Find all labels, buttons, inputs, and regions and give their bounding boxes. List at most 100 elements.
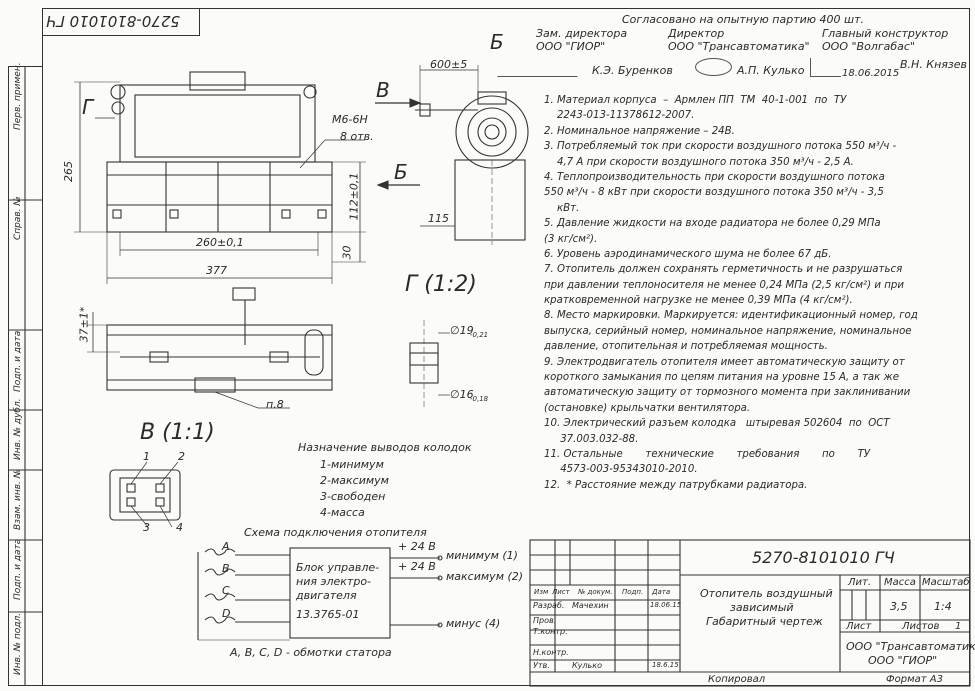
dim-phi16: ∅16 <box>450 388 474 401</box>
note-line: выпуска, серийный номер, номинальное нап… <box>544 325 912 337</box>
row-tkontr: Т.контр. <box>533 627 568 636</box>
row-head-list: Лист <box>552 588 570 596</box>
label-arrow-B: Б <box>394 160 408 184</box>
dim-p8: п.8 <box>266 398 284 411</box>
dim-m6: М6-6Н <box>332 113 368 126</box>
note-line: (остановке) крыльчатки вентилятора. <box>544 402 751 414</box>
note-line: автоматическую защиту от тормозного моме… <box>544 387 911 399</box>
row-razrab: Разраб. <box>533 601 565 610</box>
approval-org-1: ООО "ГИОР" <box>536 40 606 53</box>
approval-name-2: А.П. Кулько <box>737 64 805 77</box>
note-line: 11. Остальные технические требования по … <box>544 448 871 460</box>
dim-600: 600±5 <box>430 58 468 71</box>
dim-phi19-tol: -0,21 <box>470 331 489 339</box>
note-line: давление, отопительная и потребляемая мо… <box>544 341 828 353</box>
note-line: кратковременной нагрузке не менее 0,39 М… <box>544 295 853 307</box>
pin-number-2: 2 <box>178 450 185 463</box>
scheme-out-1: минимум (1) <box>446 549 518 562</box>
scheme-block-line-3: двигателя <box>296 589 357 602</box>
note-line: 7. Отопитель должен сохранять герметично… <box>544 264 903 276</box>
label-arrow-V: В <box>376 78 390 102</box>
dim-112: 112±0,1 <box>347 172 361 221</box>
note-line: 5. Давление жидкости на входе радиатора … <box>544 218 881 230</box>
pins-title: Назначение выводов колодок <box>298 441 472 454</box>
approval-date: 18.06.2015 <box>842 68 900 79</box>
title-code: 5270-8101010 ГЧ <box>752 548 895 567</box>
label-G: Г <box>82 95 94 119</box>
note-line: 550 м³/ч - 8 кВт при скорости воздушного… <box>544 187 884 199</box>
note-line: кВт. <box>544 202 580 214</box>
pin-item-1: 1-минимум <box>320 458 384 471</box>
row-head-date: Дата <box>652 588 671 596</box>
scheme-out-2: максимум (2) <box>446 570 524 583</box>
sheet-frame <box>42 8 970 686</box>
pin-number-1: 1 <box>143 450 150 463</box>
title-org-1: ООО "Трансавтоматика" <box>846 640 975 653</box>
row-head-doc: № докум. <box>578 588 613 596</box>
dim-phi16-tol: -0,18 <box>470 395 489 403</box>
note-line: 6. Уровень аэродинамического шума не бол… <box>544 248 832 260</box>
row-utv-name: Кулько <box>572 661 602 670</box>
winding-A: A <box>222 540 230 553</box>
signature-3 <box>810 58 841 77</box>
note-line: 3. Потребляемый ток при скорости воздушн… <box>544 141 897 153</box>
pin-number-3: 3 <box>143 521 150 534</box>
footer-format: Формат А3 <box>886 674 943 685</box>
scheme-out-3: минус (4) <box>446 617 501 630</box>
note-line: при давлении теплоносителя не менее 0,24… <box>544 279 904 291</box>
technical-notes: 1. Материал корпуса – Армлен ПП ТМ 40-1-… <box>544 94 964 494</box>
row-prov: Пров. <box>533 616 557 625</box>
note-line: 4,7 А при скорости воздушного потока 350… <box>544 156 854 168</box>
approval-header: Согласовано на опытную партию 400 шт. <box>622 13 864 26</box>
approval-role-1: Зам. директора <box>536 27 628 40</box>
note-line: короткого замыкания по цепям питания на … <box>544 372 900 384</box>
cell-listov-value: 1 <box>955 621 962 632</box>
scheme-block-line-2: ния электро- <box>296 575 372 588</box>
winding-C: C <box>222 584 230 597</box>
scheme-title: Схема подключения отопителя <box>244 526 427 539</box>
pin-item-3: 3-свободен <box>320 490 386 503</box>
note-line: 10. Электрический разъем колодка штырева… <box>544 418 890 430</box>
title-name-3: Габаритный чертеж <box>706 615 823 628</box>
scheme-v2: + 24 В <box>398 560 436 573</box>
row-nkontr: Н.контр. <box>533 648 569 657</box>
cell-mass-value: 3,5 <box>890 600 908 613</box>
note-line: 4573-003-95343010-2010. <box>544 464 698 476</box>
top-left-stamp-box <box>42 8 200 36</box>
scheme-v1: + 24 В <box>398 540 436 553</box>
approval-role-2: Директор <box>668 27 725 40</box>
label-V-scale: В (1:1) <box>140 420 215 445</box>
winding-B: B <box>222 562 230 575</box>
dim-phi19: ∅19 <box>450 324 474 337</box>
cell-massa: Масса <box>884 577 916 588</box>
note-line: 9. Электродвигатель отопителя имеет авто… <box>544 356 905 368</box>
note-line: 2243-013-11378612-2007. <box>544 110 695 122</box>
dim-holes: 8 отв. <box>340 130 374 143</box>
note-line: 8. Место маркировки. Маркируется: иденти… <box>544 310 918 322</box>
approval-org-2: ООО "Трансавтоматика" <box>668 40 810 53</box>
note-line: 12. * Расстояние между патрубками радиат… <box>544 479 808 491</box>
winding-D: D <box>222 607 231 620</box>
pin-item-4: 4-масса <box>320 506 365 519</box>
approval-org-3: ООО "Волгабас" <box>822 40 915 53</box>
cell-lit: Лит. <box>848 577 872 588</box>
dim-115: 115 <box>428 212 449 225</box>
row-razrab-name: Мачехин <box>572 601 609 610</box>
row-head-izm: Изм <box>534 588 549 596</box>
label-view-B-title: Б <box>490 30 504 54</box>
pin-number-4: 4 <box>176 521 183 534</box>
scheme-block-line-4: 13.3765-01 <box>296 608 360 621</box>
cell-list: Лист <box>846 621 872 632</box>
dim-30: 30 <box>340 245 354 260</box>
signature-1 <box>497 62 583 77</box>
note-line: 37.003.032-88. <box>544 433 639 445</box>
approval-name-3: В.Н. Князев <box>900 58 968 71</box>
cell-listov: Листов <box>902 621 940 632</box>
approval-role-3: Главный конструктор <box>822 27 949 40</box>
pin-item-2: 2-максимум <box>320 474 389 487</box>
title-name-1: Отопитель воздушный <box>700 587 833 600</box>
row-razrab-date: 18.06.15 <box>650 601 682 609</box>
label-G-scale: Г (1:2) <box>405 272 477 297</box>
